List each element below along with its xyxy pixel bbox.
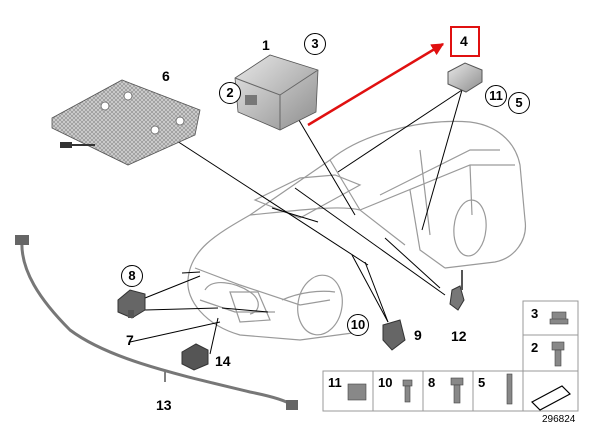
sensor-part-9 [382,319,406,351]
legend-label-2: 2 [531,340,539,355]
control-unit-part [234,54,319,131]
callout-9: 9 [414,327,422,343]
highlight-arrow [307,42,445,127]
callout-4: 4 [460,33,468,49]
car-outline [187,120,526,341]
diagram-reference-number: 296824 [542,414,576,425]
legend-label-10: 10 [378,375,393,390]
callout-5: 5 [508,92,530,114]
callout-11: 11 [485,85,507,107]
legend-label-5: 5 [478,375,486,390]
seat-mat-part [51,79,201,166]
legend-label-11: 11 [328,375,342,390]
callout-12: 12 [451,328,467,344]
sensor-part-14 [181,343,209,371]
legend-part-icons [347,311,571,411]
callout-13: 13 [156,397,172,413]
callout-7: 7 [126,332,134,348]
legend-label-8: 8 [428,375,436,390]
callout-10: 10 [347,314,369,336]
sensor-part-8 [117,289,146,319]
legend-label-3: 3 [531,306,539,321]
callout-6: 6 [162,68,170,84]
callout-14: 14 [215,353,231,369]
hardware-legend [322,300,579,412]
leader-lines [129,87,463,382]
callout-2: 2 [219,82,241,104]
sensor-part-4 [447,62,483,93]
callout-1: 1 [262,37,270,53]
cable-part-13 [15,235,298,410]
sensor-part-12 [449,270,465,311]
callout-8: 8 [121,265,143,287]
highlight-box [450,26,480,57]
callout-3: 3 [304,33,326,55]
